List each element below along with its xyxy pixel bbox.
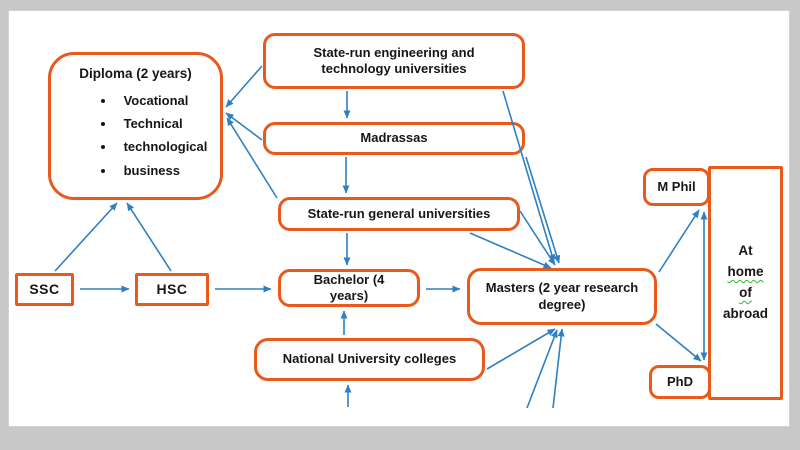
madrassas-label: Madrassas — [360, 130, 428, 146]
hsc-label: HSC — [156, 280, 188, 297]
general-universities-label: State-run general universities — [307, 205, 491, 221]
node-national-university: National University colleges — [254, 338, 485, 381]
athome-line: abroad — [722, 305, 768, 321]
ssc-label: SSC — [29, 280, 60, 297]
diploma-bullet: Vocational — [116, 93, 208, 109]
athome-line: At — [738, 243, 753, 259]
diploma-title: Diploma (2 years) — [79, 66, 192, 81]
node-at-home-or-abroad: At home of abroad — [708, 166, 783, 400]
node-general-universities: State-run general universities — [278, 197, 520, 231]
masters-label: Masters (2 year research degree) — [485, 280, 639, 312]
national-university-label: National University colleges — [282, 351, 457, 367]
diploma-bullet: business — [116, 163, 208, 179]
mphil-label: M Phil — [657, 178, 696, 194]
diploma-bullet-list: Vocational Technical technological busin… — [64, 93, 208, 186]
engineering-universities-label: State-run engineering and technology uni… — [313, 44, 475, 76]
node-mphil: M Phil — [643, 168, 710, 206]
node-ssc: SSC — [15, 273, 74, 306]
diploma-bullet: technological — [116, 139, 208, 155]
node-bachelor: Bachelor (4 years) — [278, 269, 420, 307]
athome-line: of — [739, 285, 752, 300]
node-masters: Masters (2 year research degree) — [467, 268, 657, 325]
diploma-bullet: Technical — [116, 116, 208, 132]
node-hsc: HSC — [135, 273, 209, 306]
phd-label: PhD — [667, 373, 693, 389]
bachelor-label: Bachelor (4 years) — [313, 271, 385, 303]
athome-line: home — [727, 264, 764, 280]
node-phd: PhD — [649, 365, 711, 399]
node-diploma: Diploma (2 years) Vocational Technical t… — [48, 52, 223, 200]
node-madrassas: Madrassas — [263, 122, 525, 155]
node-engineering-universities: State-run engineering and technology uni… — [263, 33, 525, 89]
